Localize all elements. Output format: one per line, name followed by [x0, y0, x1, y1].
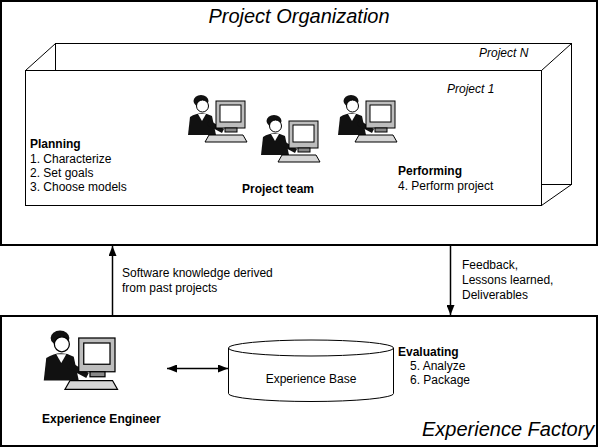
database-cylinder: Experience Base	[228, 340, 394, 402]
flow-arrow	[112, 246, 114, 315]
flow-arrow	[167, 368, 228, 370]
section-heading: Performing	[398, 164, 462, 178]
section-heading: Project team	[242, 182, 314, 196]
edge-label: Software knowledge derived from past pro…	[122, 266, 280, 296]
edge-label: Feedback, Lessons learned, Deliverables	[462, 258, 560, 303]
text-label: Project N	[479, 46, 528, 60]
text-label: 1. Characterize	[30, 152, 111, 166]
organization-band: Project OrganizationProject N Project 1 Pl…	[0, 0, 598, 246]
text-label: 2. Set goals	[30, 166, 93, 180]
project-box-front: Project 1 Planning1. Characterize2. Set g…	[25, 70, 542, 206]
text-label: Experience Base	[228, 372, 394, 386]
cylinder-outline	[228, 340, 394, 402]
person-at-computer	[185, 93, 249, 145]
region-title: Project Organization	[2, 4, 596, 28]
section-heading: Evaluating	[398, 345, 459, 359]
text-label: 6. Package	[410, 373, 470, 387]
person-at-computer	[258, 113, 322, 165]
text-label: 4. Perform project	[398, 179, 493, 193]
section-heading: Planning	[30, 137, 81, 151]
person-at-computer	[40, 328, 120, 393]
flow-arrow	[450, 246, 452, 315]
text-label: 5. Analyze	[410, 359, 465, 373]
factory-band: Evaluating5. Analyze6. PackageExperience…	[0, 315, 598, 447]
section-heading: Experience Engineer	[42, 412, 161, 426]
person-at-computer	[335, 93, 399, 145]
text-label: Project 1	[447, 82, 494, 96]
engineer-figure: Experience Engineer	[40, 328, 165, 428]
region-title: Experience Factory	[422, 417, 594, 441]
text-label: 3. Choose models	[30, 180, 127, 194]
